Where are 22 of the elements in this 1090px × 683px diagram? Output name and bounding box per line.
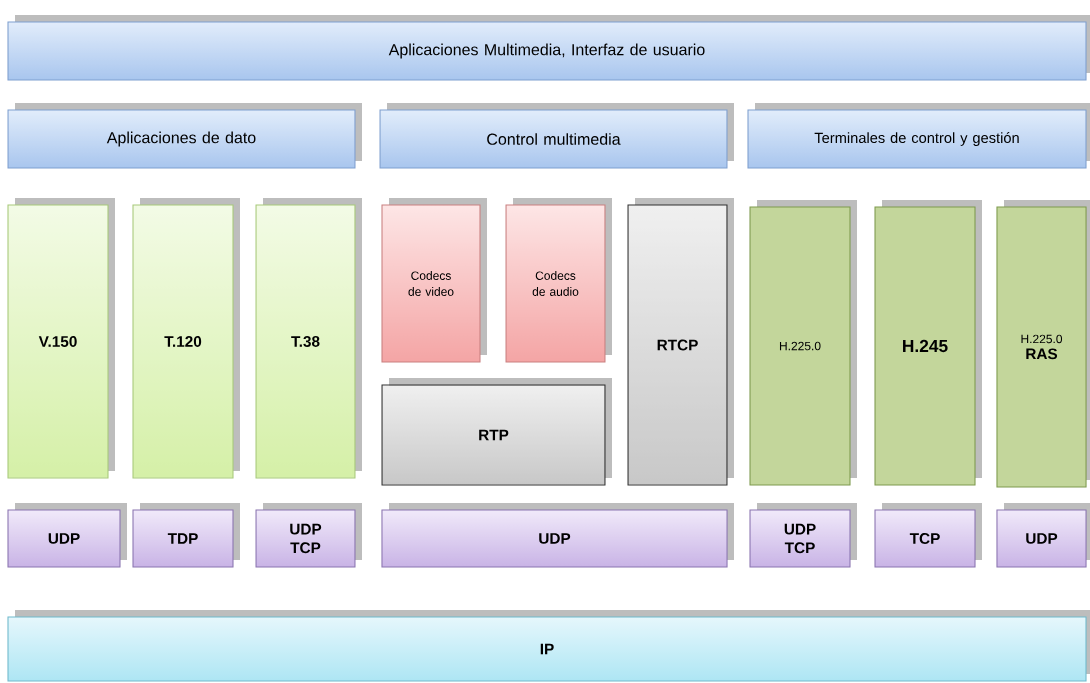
protocol-box: V.150 (7, 198, 115, 479)
protocol-box: H.225.0 (749, 200, 857, 486)
transport-box: UDP TCP (255, 503, 362, 568)
layer-band: Aplicaciones Multimedia, Interfaz de usuario (7, 15, 1090, 81)
protocol-box: T.120 (132, 198, 240, 479)
codec-box: Codecs de audio (505, 198, 612, 363)
transport-box: UDP (381, 503, 734, 568)
protocol-box: H.225.0 RAS (996, 200, 1090, 488)
transport-box: UDP (996, 503, 1090, 568)
transport-box: TDP (132, 503, 240, 568)
codec-box: Codecs de video (381, 198, 487, 363)
transport-box: TCP (874, 503, 982, 568)
layer-band: IP (7, 610, 1090, 682)
protocol-box: T.38 (255, 198, 362, 479)
protocol-box: RTCP (627, 198, 734, 486)
protocol-box: H.245 (874, 200, 982, 486)
transport-box: UDP (7, 503, 127, 568)
protocol-box: RTP (381, 378, 612, 486)
layer-band: Aplicaciones de dato (7, 103, 362, 169)
transport-box: UDP TCP (749, 503, 857, 568)
layer-band: Control multimedia (379, 103, 734, 169)
layer-band: Terminales de control y gestión (747, 103, 1090, 169)
